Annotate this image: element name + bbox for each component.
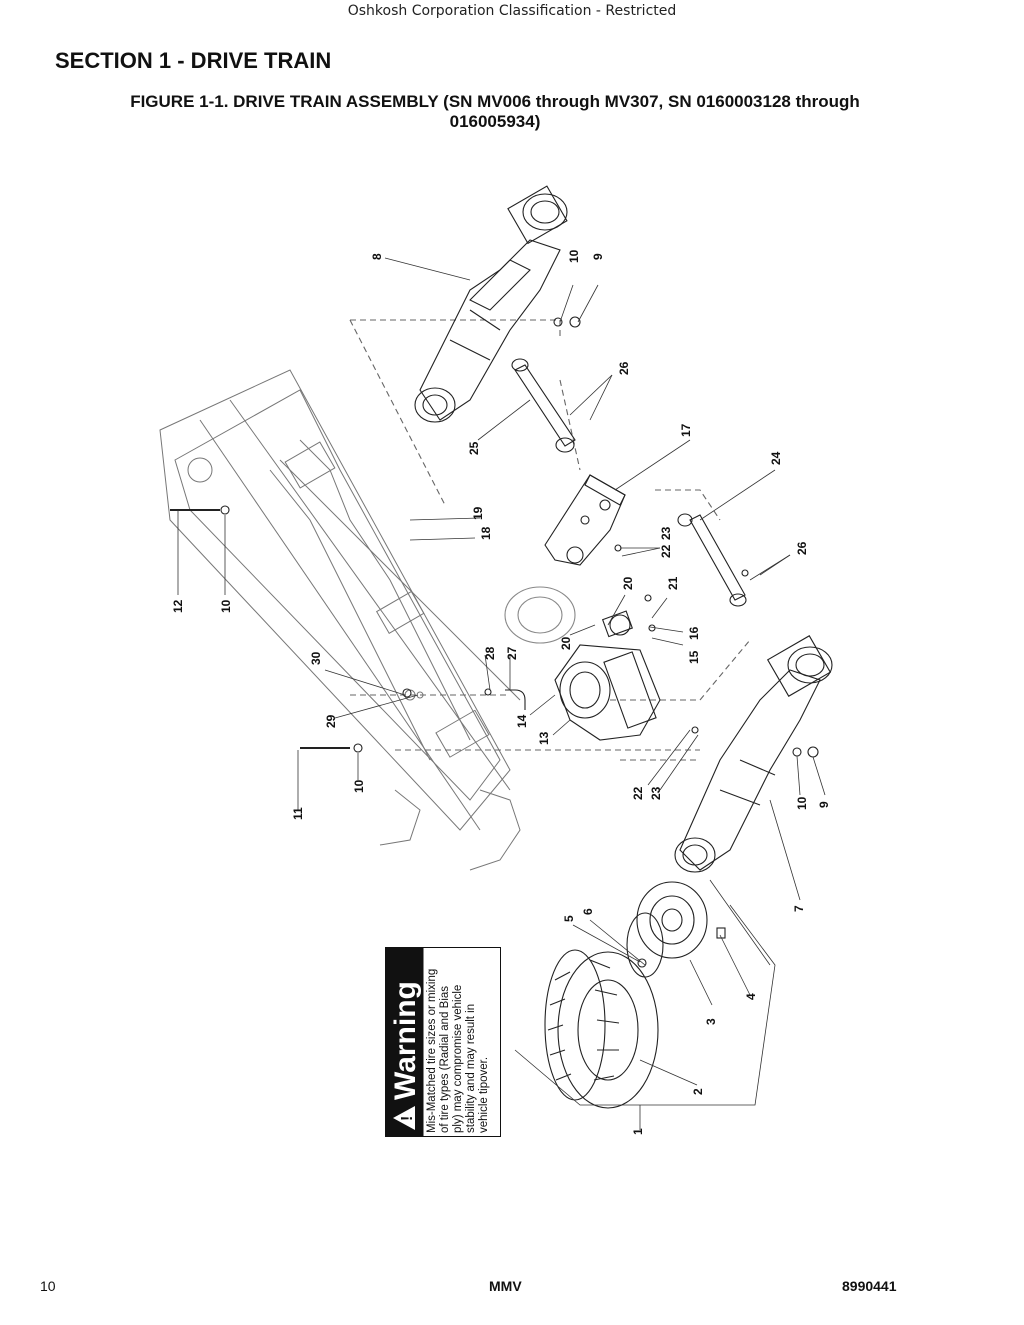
warning-triangle-icon: ! (393, 1106, 416, 1130)
callout-23-upper: 23 (659, 526, 673, 540)
figure-title: FIGURE 1-1. DRIVE TRAIN ASSEMBLY (SN MV0… (90, 92, 900, 132)
callout-numbers: 1 2 3 4 5 6 7 8 9 9 10 10 10 10 11 12 13… (171, 249, 831, 1135)
page-number: 10 (40, 1278, 56, 1294)
callout-26-lower: 26 (795, 541, 809, 555)
callout-6: 6 (581, 908, 595, 915)
callout-8: 8 (370, 253, 384, 260)
svg-text:!: ! (399, 1116, 416, 1121)
callout-20-lower: 20 (559, 636, 573, 650)
callout-22-lower: 22 (631, 786, 645, 800)
callout-7: 7 (792, 905, 806, 912)
upper-axle (414, 185, 568, 423)
lower-axle (674, 635, 833, 873)
callout-14: 14 (515, 714, 529, 728)
callout-21: 21 (666, 576, 680, 590)
callout-15: 15 (687, 650, 701, 664)
callout-29: 29 (324, 714, 338, 728)
callout-2: 2 (691, 1088, 705, 1095)
classification-banner: Oshkosh Corporation Classification - Res… (347, 3, 677, 19)
callout-3: 3 (704, 1018, 718, 1025)
callout-26-upper: 26 (617, 361, 631, 375)
callout-5: 5 (562, 915, 576, 922)
callout-10-lower: 10 (795, 796, 809, 810)
gearbox-17 (544, 474, 626, 566)
callout-13: 13 (537, 731, 551, 745)
model-name: MMV (489, 1278, 522, 1294)
callout-1: 1 (631, 1128, 645, 1135)
callout-12: 12 (171, 599, 185, 613)
callout-27: 27 (505, 646, 519, 660)
section-title: SECTION 1 - DRIVE TRAIN (55, 48, 332, 73)
callout-20-upper: 20 (621, 576, 635, 590)
driveshaft-24 (677, 513, 747, 607)
warning-text-line-3: ply) may compromise vehicle (452, 985, 464, 1133)
drive-train-exploded-diagram: 1 2 3 4 5 6 7 8 9 9 10 10 10 10 11 12 13… (159, 185, 833, 1135)
tire (544, 949, 659, 1109)
driveshaft-25 (511, 358, 576, 453)
callout-17: 17 (679, 423, 693, 437)
figure-title-line-2: 016005934) (449, 112, 541, 131)
callout-9-lower: 9 (817, 801, 831, 808)
warning-text-line-5: vehicle tipover. (478, 1057, 490, 1133)
callout-18: 18 (479, 526, 493, 540)
warning-text-line-2: of tire types (Radial and Bias (439, 986, 451, 1133)
callout-25: 25 (467, 441, 481, 455)
wheel-rim (626, 881, 708, 978)
warning-text-line-1: Mis-Matched tire sizes or mixing (426, 969, 438, 1133)
hardware-parts (170, 316, 819, 968)
callout-10-left-top: 10 (219, 599, 233, 613)
tire-warning-label: ! Warning Mis-Matched tire sizes or mixi… (385, 947, 501, 1137)
callout-11: 11 (291, 807, 305, 820)
callout-23-lower: 23 (649, 786, 663, 800)
warning-heading: Warning (389, 981, 422, 1100)
callout-19: 19 (471, 506, 485, 520)
callout-10-upper: 10 (567, 249, 581, 263)
callout-22-upper: 22 (659, 544, 673, 558)
callout-9-upper: 9 (591, 253, 605, 260)
warning-text-line-4: stability and may result in (465, 1004, 477, 1133)
callout-24: 24 (769, 451, 783, 465)
callout-10-left-bottom: 10 (352, 779, 366, 793)
chassis-frame (159, 369, 521, 871)
callout-4: 4 (744, 993, 758, 1000)
callout-28: 28 (483, 646, 497, 660)
callout-16: 16 (687, 626, 701, 640)
leader-lines (177, 257, 826, 1130)
callout-30: 30 (309, 651, 323, 665)
dashed-guide-lines (349, 319, 751, 761)
document-part-number: 8990441 (842, 1278, 897, 1294)
transmission-assembly (504, 586, 661, 741)
figure-title-line-1: FIGURE 1-1. DRIVE TRAIN ASSEMBLY (SN MV0… (130, 92, 860, 111)
